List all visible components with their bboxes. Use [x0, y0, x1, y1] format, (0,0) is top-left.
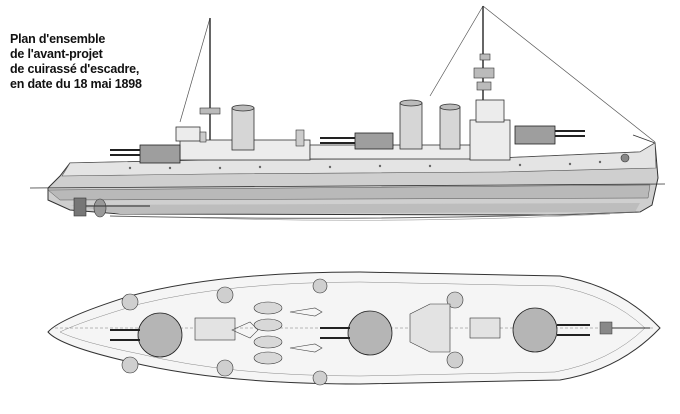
- fore-turret-plan: [512, 307, 558, 353]
- aft-turret-plan: [137, 312, 183, 358]
- plan-view: [47, 271, 661, 386]
- caption-line-2: de l'avant-projet: [10, 47, 103, 61]
- armor-belt: [47, 184, 651, 201]
- funnels-plan: [253, 301, 283, 365]
- ventilators: [199, 129, 305, 147]
- keel-line: [109, 211, 641, 219]
- caption-line-3: de cuirassé d'escadre,: [10, 62, 140, 76]
- funnel-2: [399, 102, 423, 150]
- superstructure-plan: [194, 303, 501, 353]
- fighting-tops: [199, 53, 495, 115]
- caption-line-1: Plan d'ensemble: [10, 32, 106, 46]
- portholes: [128, 160, 602, 170]
- mid-turret-plan: [347, 310, 393, 356]
- aft-main-turret: [139, 144, 181, 164]
- turrets-side: [110, 125, 585, 164]
- secondary-guns-plan: [121, 278, 464, 386]
- bow-fittings: [599, 321, 650, 335]
- funnel-1: [231, 107, 255, 151]
- waterline: [29, 183, 666, 189]
- hull-bottom: [70, 203, 640, 214]
- rigging-lines: [179, 5, 656, 143]
- turrets-plan: [110, 307, 590, 358]
- fore-main-turret: [514, 125, 556, 145]
- boats-plan: [231, 307, 323, 353]
- drawing-caption: Plan d'ensemble de l'avant-projet de cui…: [10, 32, 150, 92]
- fore-superstructure: [469, 119, 511, 161]
- hawse-pipe: [620, 153, 630, 163]
- mid-main-turret: [354, 132, 394, 150]
- rudder-and-propeller: [73, 197, 150, 218]
- caption-line-4: en date du 18 mai 1898: [10, 77, 142, 91]
- side-elevation: [29, 5, 666, 221]
- funnel-3: [439, 106, 461, 150]
- funnels: [231, 99, 461, 151]
